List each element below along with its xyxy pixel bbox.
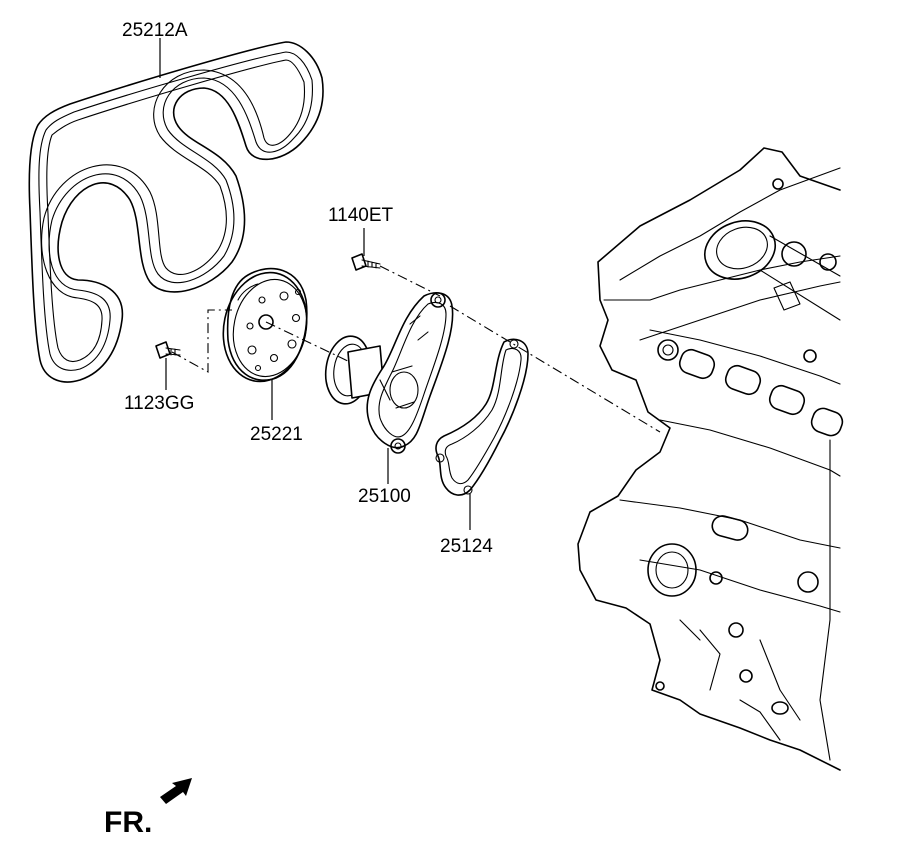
bolt-1123gg xyxy=(155,341,181,359)
label-bolt-left: 1123GG xyxy=(124,393,194,414)
leader-lines xyxy=(159,38,471,530)
water-pump xyxy=(324,292,454,454)
water-pump-pulley xyxy=(222,267,308,383)
label-pump: 25100 xyxy=(358,486,411,507)
engine-block xyxy=(577,147,844,771)
label-bolt-top: 1140ET xyxy=(328,205,394,226)
assembly-lines xyxy=(171,265,661,433)
label-pulley: 25221 xyxy=(250,424,303,445)
front-arrow-icon xyxy=(160,778,192,804)
water-pump-gasket xyxy=(435,338,529,496)
front-direction-marker: FR. xyxy=(104,778,192,839)
label-belt: 25212A xyxy=(122,20,188,41)
drive-belt xyxy=(28,41,324,383)
bolt-1140et xyxy=(351,253,381,271)
front-marker-text: FR. xyxy=(104,806,152,839)
label-gasket: 25124 xyxy=(440,536,493,557)
